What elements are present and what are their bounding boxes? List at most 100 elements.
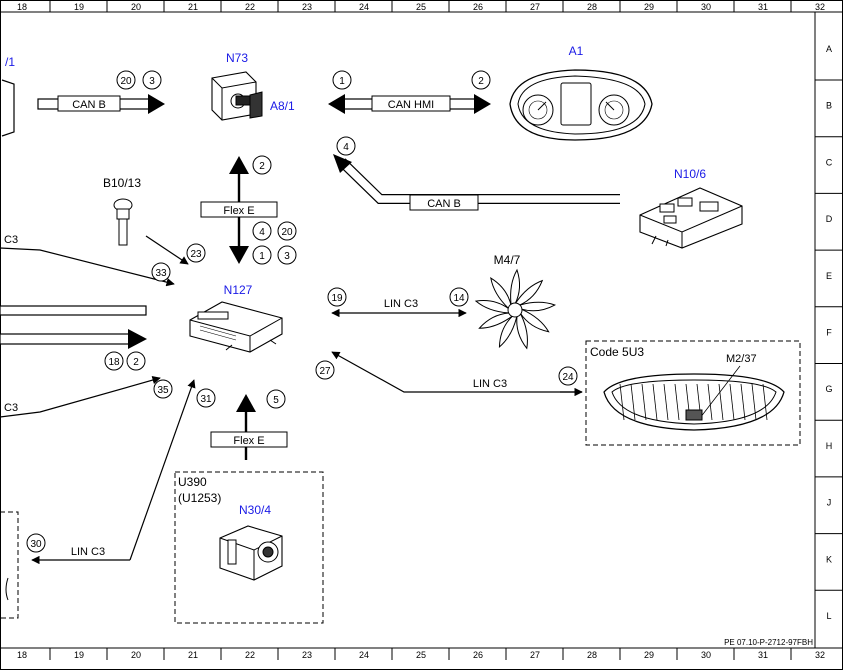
- callout-number: 1: [259, 251, 265, 262]
- row-label: G: [825, 384, 832, 394]
- lin-c3-u390-arrow: [129, 379, 196, 561]
- label-flex-e-bottom: Flex E: [233, 435, 264, 447]
- fan-blade: [510, 268, 521, 305]
- callout-number: 4: [343, 142, 349, 153]
- column-label: 31: [758, 650, 768, 660]
- column-label: 20: [131, 2, 141, 12]
- grille-slat: [641, 383, 647, 421]
- callout-number: 2: [259, 161, 265, 172]
- callout-4: 4: [252, 221, 272, 241]
- u390-box: U390 (U1253) N30/4: [174, 471, 324, 624]
- n73-ignition-switch-icon: [211, 71, 263, 121]
- drawing-code: PE 07.10-P-2712-97FBH: [724, 638, 813, 647]
- label-lin-c3-left: LIN C3: [71, 546, 105, 558]
- label-v1-partial: /1: [5, 55, 15, 69]
- callout-number: 18: [108, 357, 120, 368]
- partial-box-left: [0, 511, 19, 619]
- label-u1253: (U1253): [178, 491, 221, 505]
- fan-hub: [507, 302, 523, 318]
- callout-3: 3: [277, 245, 297, 265]
- label-c3-bottom: C3: [4, 402, 18, 414]
- callout-number: 3: [149, 76, 155, 87]
- column-label: 21: [188, 2, 198, 12]
- callout-19: 19: [327, 287, 347, 307]
- label-can-hmi: CAN HMI: [388, 99, 434, 111]
- callout-number: 20: [120, 76, 132, 87]
- fan-blade: [519, 308, 550, 333]
- radiator-grille-icon: [603, 365, 785, 431]
- callout-14: 14: [449, 287, 469, 307]
- flex-e-top-line: Flex E: [200, 156, 278, 264]
- label-flex-e-top: Flex E: [223, 205, 254, 217]
- column-label: 22: [245, 650, 255, 660]
- callout-number: 5: [273, 395, 279, 406]
- fan-blade: [498, 315, 518, 349]
- label-c3-top: C3: [4, 234, 18, 246]
- column-label: 32: [815, 2, 825, 12]
- callout-2: 2: [252, 155, 272, 175]
- label-lin-c3-code-5u3: LIN C3: [473, 378, 507, 390]
- label-n127: N127: [224, 283, 253, 297]
- row-label: A: [826, 44, 832, 54]
- column-label: 30: [701, 2, 711, 12]
- fan-blade: [515, 279, 544, 306]
- row-label: F: [826, 328, 832, 338]
- grille-slat: [718, 383, 724, 421]
- fan-blade: [478, 312, 513, 329]
- column-label: 20: [131, 650, 141, 660]
- column-label: 23: [302, 650, 312, 660]
- partial-component-left: /1: [1, 55, 15, 137]
- can-b-right-line: CAN B: [333, 154, 620, 211]
- callout-5: 5: [266, 389, 286, 409]
- row-label: D: [826, 214, 833, 224]
- column-label: 32: [815, 650, 825, 660]
- fan-blade: [474, 300, 510, 314]
- instrument-cluster-icon: [509, 69, 653, 141]
- callout-1: 1: [332, 70, 352, 90]
- callout-24: 24: [558, 366, 578, 386]
- callout-20: 20: [116, 70, 136, 90]
- fan-blade: [490, 277, 512, 309]
- column-label: 30: [701, 650, 711, 660]
- callout-3: 3: [142, 70, 162, 90]
- label-n30-4: N30/4: [239, 503, 271, 517]
- column-label: 19: [74, 2, 84, 12]
- column-label: 25: [416, 650, 426, 660]
- column-label: 29: [644, 2, 654, 12]
- label-n10-6: N10/6: [674, 167, 706, 181]
- label-can-b-right: CAN B: [427, 198, 461, 210]
- label-b10-13: B10/13: [103, 176, 141, 190]
- grille-slat: [652, 383, 658, 421]
- lin-c3-code-5u3-line: [331, 351, 582, 393]
- grille-slat: [729, 383, 735, 421]
- callout-4: 4: [336, 136, 356, 156]
- grille-slat: [619, 383, 625, 421]
- n30-4-module-icon: [219, 525, 283, 581]
- callout-30: 30: [26, 533, 46, 553]
- grille-slat: [762, 383, 768, 421]
- callout-number: 19: [331, 293, 343, 304]
- label-u390: U390: [178, 475, 207, 489]
- can-hmi-line: CAN HMI: [328, 94, 491, 114]
- left-bus-lines: [0, 305, 147, 349]
- n127-control-unit-icon: [189, 301, 283, 353]
- c3-bottom-arrow: [0, 376, 161, 418]
- column-ruler: 1818191920202121222223232424252526262727…: [17, 0, 825, 660]
- column-label: 25: [416, 2, 426, 12]
- callout-1: 1: [252, 245, 272, 265]
- callout-number: 3: [284, 251, 290, 262]
- n10-6-module-icon: [639, 187, 743, 249]
- column-label: 24: [359, 2, 369, 12]
- callout-number: 31: [200, 394, 212, 405]
- callout-number: 14: [453, 293, 465, 304]
- fan-blade: [519, 301, 556, 312]
- callout-number: 2: [478, 76, 484, 87]
- callout-number: 27: [319, 366, 331, 377]
- b10-13-sensor-icon: [113, 198, 133, 246]
- callout-23: 23: [186, 243, 206, 263]
- row-label: E: [826, 271, 832, 281]
- label-can-b-top: CAN B: [72, 99, 106, 111]
- column-label: 28: [587, 650, 597, 660]
